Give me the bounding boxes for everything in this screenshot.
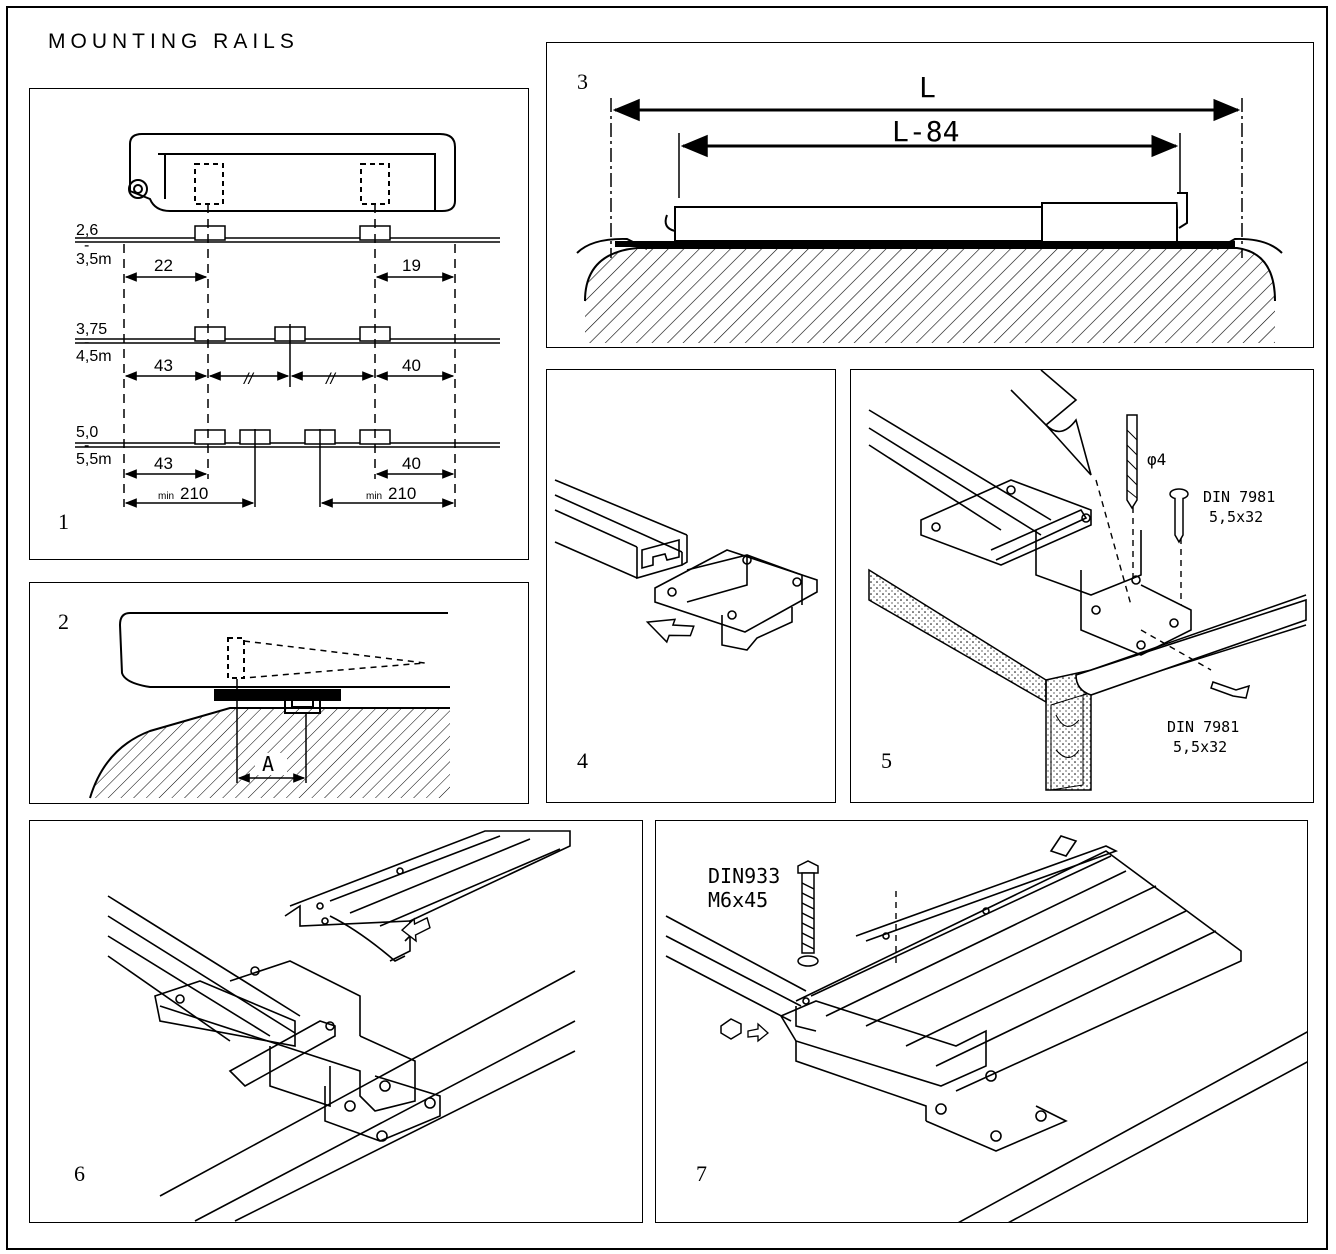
page-frame bbox=[6, 6, 1328, 1250]
screw-top-spec-1: DIN 7981 bbox=[1203, 488, 1275, 506]
rails bbox=[75, 237, 500, 448]
row1-top: 2,6 bbox=[76, 222, 98, 239]
bolt-spec-1: DIN933 bbox=[708, 864, 780, 888]
row2-bottom: 4,5m bbox=[76, 348, 112, 365]
bolt-m6 bbox=[797, 860, 819, 967]
awning-cassette bbox=[664, 192, 1188, 244]
svg-text:-: - bbox=[84, 437, 89, 454]
page-title: MOUNTING RAILS bbox=[48, 30, 299, 53]
panel-7-bolting: DIN933 M6x45 7 bbox=[655, 820, 1308, 1223]
dimension-a: A bbox=[262, 752, 274, 776]
min-value-right: 210 bbox=[388, 484, 416, 503]
panel-5-fixing: φ4 DIN 7981 5,5x32 DIN 7981 5,5x32 5 bbox=[850, 369, 1314, 803]
drill-diameter: φ4 bbox=[1147, 450, 1166, 469]
row3-top: 5,0 bbox=[76, 424, 98, 441]
fixing-diagram: φ4 DIN 7981 5,5x32 DIN 7981 5,5x32 bbox=[868, 370, 1307, 791]
panel-3-length: L L-84 3 bbox=[546, 42, 1314, 348]
screws bbox=[1169, 488, 1251, 699]
rail-and-bracket bbox=[868, 409, 1192, 656]
rail-spacing-diagram: 2,6 - 3,5m 22 19 3,75 - 4,5m 43 40 // //… bbox=[75, 133, 500, 508]
panel-2-side-view: A 2 bbox=[29, 582, 529, 804]
length-diagram: L L-84 bbox=[576, 71, 1283, 343]
connector-diagram bbox=[554, 479, 818, 651]
screw-top-spec-2: 5,5x32 bbox=[1209, 508, 1263, 526]
awning-side bbox=[118, 612, 450, 688]
screw-side-spec-1: DIN 7981 bbox=[1167, 718, 1239, 736]
panel-1-rail-spacing: 2,6 - 3,5m 22 19 3,75 - 4,5m 43 40 // //… bbox=[29, 88, 529, 560]
row2-left-dim: 43 bbox=[154, 356, 173, 375]
min-prefix-left: min bbox=[158, 491, 174, 502]
panel-7-number: 7 bbox=[696, 1161, 707, 1186]
dimension-l: L bbox=[919, 71, 936, 104]
row2-equal-mark-1: // bbox=[243, 371, 254, 388]
panel-6-slide-in: 6 bbox=[29, 820, 643, 1223]
row1-right-dim: 19 bbox=[402, 256, 421, 275]
row1-left-dim: 22 bbox=[154, 256, 173, 275]
min-prefix-right: min bbox=[366, 491, 382, 502]
screw-side-spec-2: 5,5x32 bbox=[1173, 738, 1227, 756]
awning-box bbox=[128, 133, 456, 212]
svg-text:-: - bbox=[84, 334, 89, 351]
panel-5-number: 5 bbox=[881, 748, 892, 773]
sealant-tube bbox=[1010, 370, 1092, 476]
row1-bottom: 3,5m bbox=[76, 251, 112, 268]
row2-right-dim: 40 bbox=[402, 356, 421, 375]
svg-text:-: - bbox=[84, 237, 89, 254]
panel-1-number: 1 bbox=[58, 509, 69, 534]
panel-3-number: 3 bbox=[577, 69, 588, 94]
row3-right-dim: 40 bbox=[402, 454, 421, 473]
brackets bbox=[194, 225, 391, 445]
row3-left-dim: 43 bbox=[154, 454, 173, 473]
mounting-bracket bbox=[654, 549, 818, 651]
panel-4-connector: 4 bbox=[546, 369, 836, 803]
panel-4-number: 4 bbox=[577, 748, 588, 773]
dimension-l-84: L-84 bbox=[892, 115, 959, 148]
row3-bottom: 5,5m bbox=[76, 451, 112, 468]
panel-6-number: 6 bbox=[74, 1161, 85, 1186]
min-value-left: 210 bbox=[180, 484, 208, 503]
guide-lines bbox=[123, 204, 456, 507]
panel-2-number: 2 bbox=[58, 609, 69, 634]
rail-profile bbox=[554, 479, 688, 580]
row2-top: 3,75 bbox=[76, 321, 107, 338]
bolting-diagram: DIN933 M6x45 bbox=[665, 835, 1307, 1222]
slide-in-diagram bbox=[107, 830, 576, 1222]
bolt-spec-2: M6x45 bbox=[708, 888, 768, 912]
dimension-arrows bbox=[124, 272, 455, 508]
row2-equal-mark-2: // bbox=[325, 371, 336, 388]
side-view-diagram: A bbox=[89, 612, 450, 799]
